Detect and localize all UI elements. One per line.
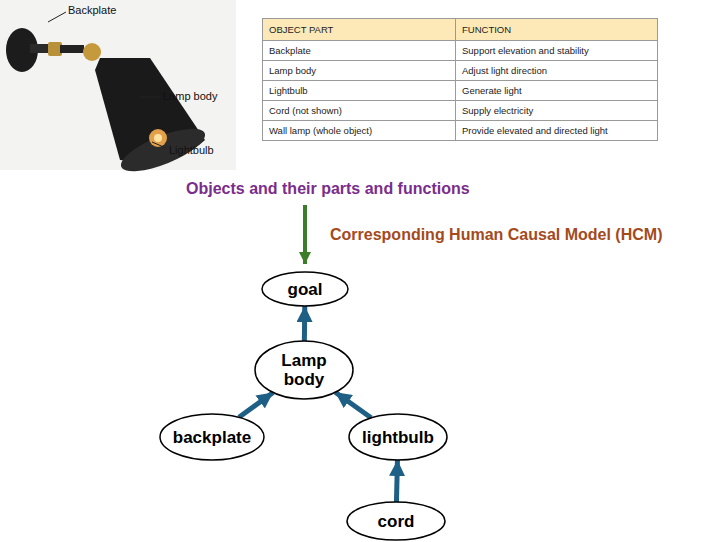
table-row: Lamp bodyAdjust light direction bbox=[263, 61, 658, 81]
causal-arrow bbox=[239, 393, 273, 418]
table-row: LightbulbGenerate light bbox=[263, 81, 658, 101]
part-label: Lightbulb bbox=[169, 144, 214, 156]
node-label: backplate bbox=[173, 428, 251, 447]
causal-node: lightbulb bbox=[348, 413, 448, 461]
causal-node: goal bbox=[261, 271, 349, 307]
table-cell: Adjust light direction bbox=[456, 61, 658, 81]
table-cell: Support elevation and stability bbox=[456, 41, 658, 61]
table-cell: Cord (not shown) bbox=[263, 101, 456, 121]
parts-table: OBJECT PARTFUNCTIONBackplateSupport elev… bbox=[262, 18, 658, 141]
table-cell: Lamp body bbox=[263, 61, 456, 81]
leader-lines bbox=[48, 12, 166, 148]
table-cell: Supply electricity bbox=[456, 101, 658, 121]
causal-node: cord bbox=[346, 501, 446, 541]
table-row: OBJECT PARTFUNCTION bbox=[263, 19, 658, 41]
table-cell: Backplate bbox=[263, 41, 456, 61]
node-label: lightbulb bbox=[362, 428, 434, 447]
table-cell: OBJECT PART bbox=[263, 19, 456, 41]
heading-text: Objects and their parts and functions bbox=[186, 180, 470, 198]
node-label: cord bbox=[378, 512, 415, 531]
part-label: Lamp body bbox=[163, 90, 217, 102]
table-cell: Wall lamp (whole object) bbox=[263, 121, 456, 141]
table-cell: Provide elevated and directed light bbox=[456, 121, 658, 141]
table-cell: FUNCTION bbox=[456, 19, 658, 41]
node-label: Lamp body bbox=[274, 351, 334, 389]
photo-background bbox=[0, 0, 236, 170]
wall-lamp-illustration bbox=[6, 28, 210, 180]
table-row: Wall lamp (whole object)Provide elevated… bbox=[263, 121, 658, 141]
table-cell: Lightbulb bbox=[263, 81, 456, 101]
table-cell: Generate light bbox=[456, 81, 658, 101]
heading-text: Corresponding Human Causal Model (HCM) bbox=[330, 226, 662, 244]
causal-arrow bbox=[335, 392, 371, 417]
causal-arrow bbox=[302, 306, 307, 341]
table-row: Cord (not shown)Supply electricity bbox=[263, 101, 658, 121]
causal-arrow bbox=[396, 460, 397, 502]
node-label: goal bbox=[288, 280, 323, 299]
flow-arrow bbox=[303, 205, 307, 264]
causal-node: Lamp body bbox=[254, 340, 354, 400]
part-label: Backplate bbox=[68, 4, 116, 16]
causal-node: backplate bbox=[159, 413, 265, 461]
table-row: BackplateSupport elevation and stability bbox=[263, 41, 658, 61]
